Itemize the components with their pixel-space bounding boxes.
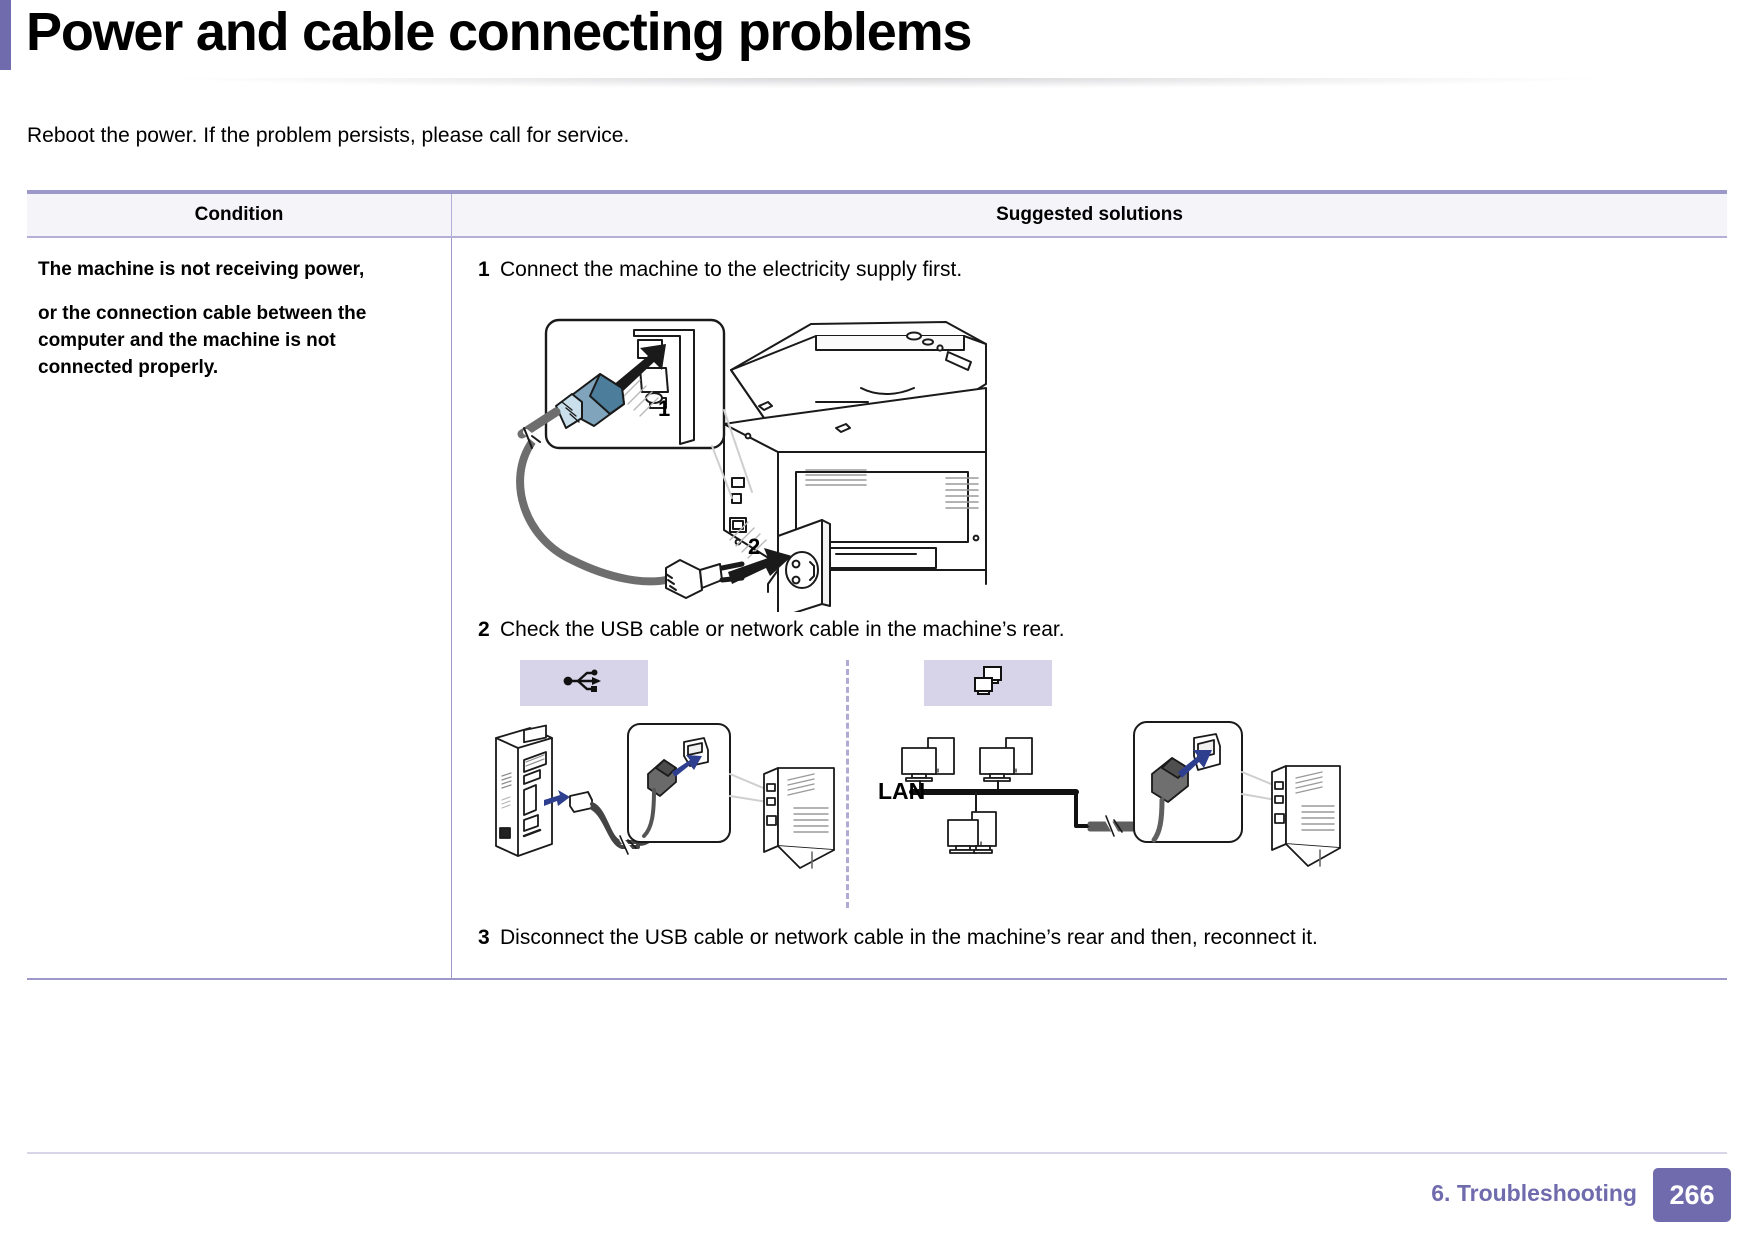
page-header: Power and cable connecting problems — [0, 0, 1755, 96]
power-callout-2: 2 — [748, 534, 760, 559]
table-header-row: Condition Suggested solutions — [27, 194, 1727, 238]
network-icon-badge — [924, 660, 1052, 706]
network-icon — [971, 664, 1005, 703]
condition-cell: The machine is not receiving power, or t… — [27, 238, 452, 978]
figure-lan-column: LAN — [876, 660, 1341, 910]
step-1-number: 1 — [478, 258, 490, 281]
figure-usb-column — [478, 660, 848, 910]
usb-icon — [562, 668, 606, 699]
lan-connection-illustration: LAN — [878, 721, 1341, 867]
troubleshooting-table: Condition Suggested solutions The machin… — [27, 190, 1727, 980]
footer-rule — [27, 1152, 1727, 1154]
power-callout-1: 1 — [658, 396, 670, 421]
figure-power-connection: 1 2 — [516, 292, 1116, 612]
step-2-number: 2 — [478, 618, 490, 641]
column-header-condition: Condition — [27, 194, 452, 236]
page-footer: 6. Troubleshooting 266 — [0, 1152, 1755, 1240]
column-header-solutions: Suggested solutions — [996, 204, 1183, 225]
step-3-text: Disconnect the USB cable or network cabl… — [500, 926, 1318, 949]
step-1-text: Connect the machine to the electricity s… — [500, 258, 963, 281]
solutions-cell: 1 Connect the machine to the electricity… — [452, 238, 1727, 978]
usb-icon-badge — [520, 660, 648, 706]
header-shadow-divider — [20, 78, 1755, 96]
step-3-number: 3 — [478, 926, 490, 949]
page-title: Power and cable connecting problems — [26, 2, 972, 62]
condition-line-1: The machine is not receiving power, — [38, 259, 365, 280]
condition-line-2: or the connection cable between the comp… — [38, 303, 367, 378]
footer-page-number: 266 — [1653, 1168, 1731, 1222]
table-top-rule — [27, 190, 1727, 194]
step-2-text: Check the USB cable or network cable in … — [500, 618, 1065, 641]
intro-paragraph: Reboot the power. If the problem persist… — [27, 124, 630, 147]
figure-cable-row: LAN — [478, 660, 1727, 910]
table-bottom-rule — [27, 978, 1727, 980]
step-1: 1 Connect the machine to the electricity… — [478, 256, 1727, 284]
table-row: The machine is not receiving power, or t… — [27, 238, 1727, 978]
figure-divider — [846, 660, 849, 908]
footer-chapter-label: 6. Troubleshooting — [1431, 1180, 1637, 1206]
lan-label: LAN — [878, 778, 925, 804]
power-connection-illustration: 1 2 — [516, 318, 987, 612]
step-2: 2 Check the USB cable or network cable i… — [478, 616, 1727, 644]
header-accent-bar — [0, 0, 11, 70]
step-3: 3 Disconnect the USB cable or network ca… — [478, 924, 1727, 952]
usb-connection-illustration — [495, 723, 835, 869]
